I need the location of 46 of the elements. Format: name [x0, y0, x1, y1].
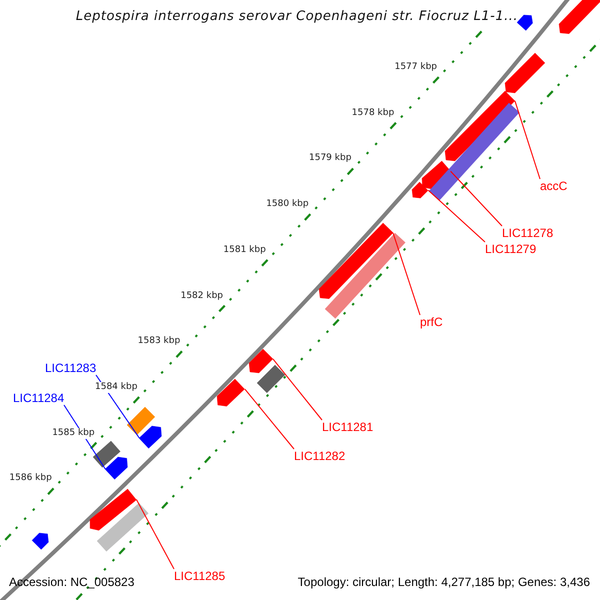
hit-feature: [428, 103, 520, 201]
tick-label: 1584 kbp: [95, 382, 138, 393]
gene-feature: [516, 14, 532, 30]
map-info: Topology: circular; Length: 4,277,185 bp; Genes: 3,436: [298, 575, 590, 589]
gene-feature: [217, 378, 245, 406]
gene-feature: [90, 488, 136, 530]
leader-line: [450, 170, 502, 226]
tick-label: 1581 kbp: [223, 244, 266, 256]
gene-feature: [32, 533, 49, 550]
leader-line: [244, 388, 294, 450]
hit-feature: [93, 440, 121, 468]
leader-line: [136, 498, 174, 570]
gene-feature: [105, 456, 128, 480]
gene-feature: [318, 223, 393, 299]
gene-label: prfC: [420, 315, 443, 329]
map-info: Accession: NC_005823: [9, 575, 134, 589]
gene-label: LIC11284: [13, 391, 64, 405]
leader-line: [272, 358, 322, 420]
hit-feature: [127, 407, 155, 435]
gene-label: LIC11283: [45, 361, 96, 375]
hit-feature: [97, 502, 149, 552]
leader-line: [514, 100, 540, 180]
gene-feature: [249, 349, 273, 373]
gene-label: LIC11282: [294, 449, 346, 463]
tick-label: 1583 kbp: [138, 336, 180, 348]
hit-feature: [324, 233, 406, 319]
gene-label: LIC11281: [322, 420, 374, 434]
leader-line: [428, 190, 486, 242]
leader-line: [392, 232, 420, 316]
gene-label: LIC11279: [485, 242, 536, 256]
tick-label: 1585 kbp: [52, 428, 95, 439]
gene-feature: [139, 426, 162, 448]
tick-label: 1582 kbp: [180, 290, 223, 302]
gene-label: accC: [540, 179, 568, 193]
title: Leptospira interrogans serovar Copenhageni str. Fiocruz L1-1...: [76, 8, 518, 26]
tick-label: 1586 kbp: [9, 473, 52, 484]
tick-label: 1577 kbp: [394, 62, 437, 73]
gene-label: LIC11285: [174, 569, 226, 583]
gene-feature: [445, 91, 515, 161]
tick-label: 1580 kbp: [266, 199, 309, 210]
gene-feature: [505, 53, 545, 93]
gene-feature: [412, 182, 428, 198]
hit-feature: [257, 365, 285, 393]
tick-label: 1579 kbp: [309, 153, 352, 164]
gene-label: LIC11278: [502, 226, 554, 240]
tick-label: 1578 kbp: [352, 108, 394, 119]
